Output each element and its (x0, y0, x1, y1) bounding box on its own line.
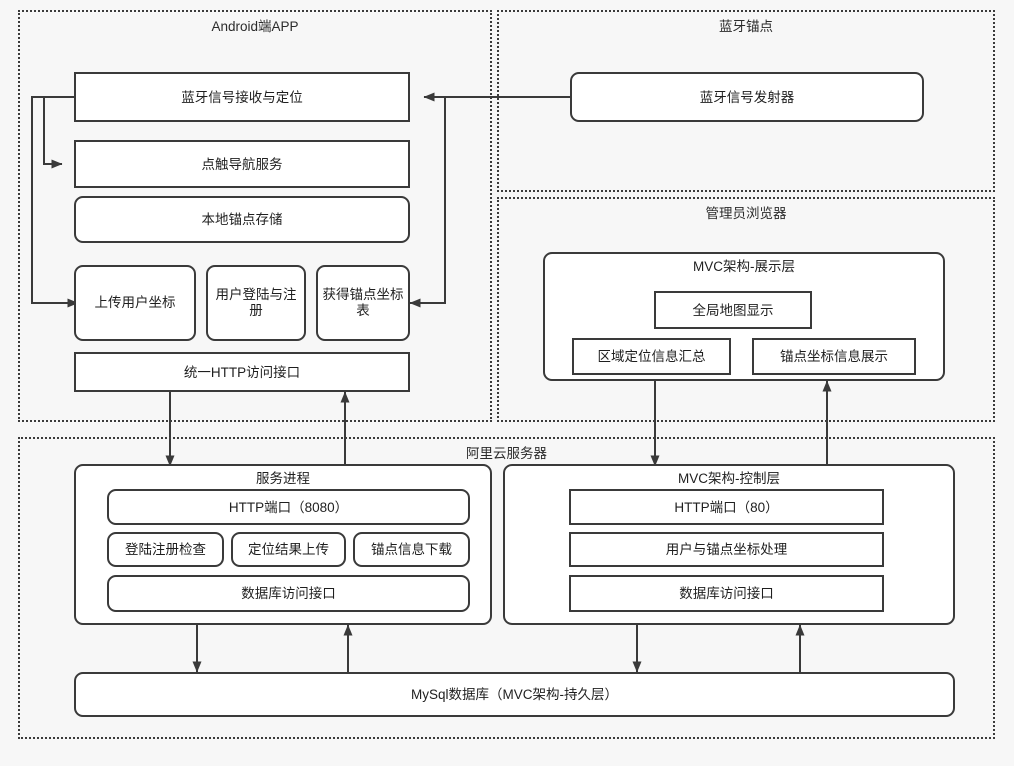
zone-bluetooth-anchor: 蓝牙锚点 (497, 10, 995, 192)
zone-android-app: Android端APP (18, 10, 492, 422)
box-local-anchor-storage[interactable]: 本地锚点存储 (74, 196, 410, 243)
box-controller-http-port-80[interactable]: HTTP端口（80） (569, 489, 884, 525)
box-unified-http-interface[interactable]: 统一HTTP访问接口 (74, 352, 410, 392)
box-touch-navigation-service[interactable]: 点触导航服务 (74, 140, 410, 188)
group-mvc-presentation-layer-title: MVC架构-展示层 (693, 259, 795, 274)
box-controller-db-access-interface[interactable]: 数据库访问接口 (569, 575, 884, 612)
box-area-location-summary[interactable]: 区域定位信息汇总 (572, 338, 731, 375)
box-anchor-info-download[interactable]: 锚点信息下载 (353, 532, 470, 567)
zone-admin-browser-title: 管理员浏览器 (705, 206, 787, 221)
box-anchor-coordinate-display[interactable]: 锚点坐标信息展示 (752, 338, 916, 375)
zone-aliyun-server-title: 阿里云服务器 (466, 446, 547, 461)
box-global-map-display[interactable]: 全局地图显示 (654, 291, 812, 329)
group-service-process-title: 服务进程 (256, 471, 310, 486)
zone-android-app-title: Android端APP (211, 19, 299, 34)
group-mvc-controller-layer-title: MVC架构-控制层 (678, 471, 780, 486)
zone-admin-browser: 管理员浏览器 (497, 197, 995, 422)
box-get-anchor-coordinate-table[interactable]: 获得锚点坐标表 (316, 265, 410, 341)
box-location-result-upload[interactable]: 定位结果上传 (231, 532, 346, 567)
box-service-http-port-8080[interactable]: HTTP端口（8080） (107, 489, 470, 525)
zone-bluetooth-anchor-title: 蓝牙锚点 (719, 19, 773, 34)
box-user-anchor-coordinate-processing[interactable]: 用户与锚点坐标处理 (569, 532, 884, 567)
box-upload-user-coordinates[interactable]: 上传用户坐标 (74, 265, 196, 341)
box-service-db-access-interface[interactable]: 数据库访问接口 (107, 575, 470, 612)
box-login-register-check[interactable]: 登陆注册检查 (107, 532, 224, 567)
box-user-login-register[interactable]: 用户登陆与注册 (206, 265, 306, 341)
box-bluetooth-signal-transmitter[interactable]: 蓝牙信号发射器 (570, 72, 924, 122)
box-mysql-database-persistence-layer[interactable]: MySql数据库（MVC架构-持久层） (74, 672, 955, 717)
zone-aliyun-server: 阿里云服务器 (18, 437, 995, 739)
box-bluetooth-signal-receive-locate[interactable]: 蓝牙信号接收与定位 (74, 72, 410, 122)
